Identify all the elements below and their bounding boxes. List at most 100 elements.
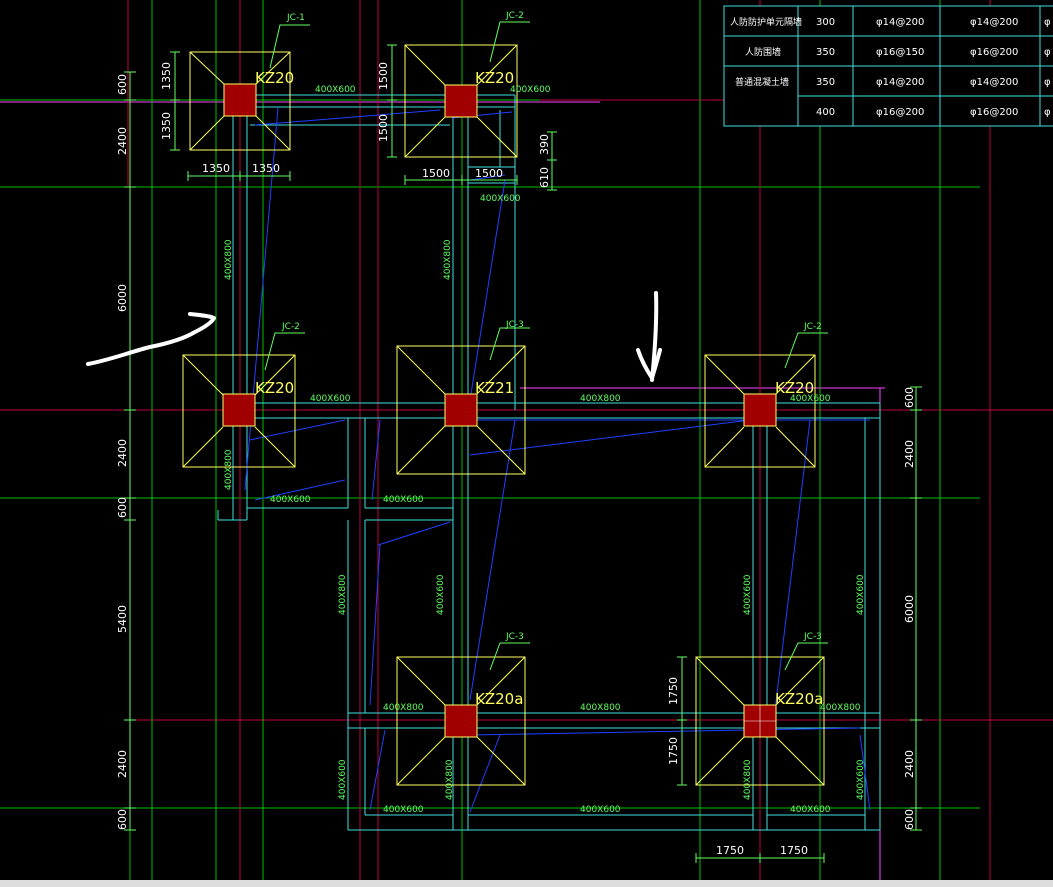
beam-label: 400X800 <box>224 449 234 490</box>
footing-label: JC-3 <box>505 632 524 642</box>
table-cell: φ14@200 <box>876 77 924 88</box>
dim-text: 1500 <box>377 62 390 90</box>
table-cell: 人防围墙 <box>745 46 781 58</box>
table-cell: φ <box>1044 17 1051 28</box>
dim-text: 2400 <box>903 440 916 468</box>
dim-text: 5400 <box>116 605 129 633</box>
dim-text: 1500 <box>377 114 390 142</box>
footing-label: JC-2 <box>803 322 822 332</box>
footing-jc2-left[interactable] <box>182 354 296 468</box>
beam-label: 400X600 <box>310 394 351 404</box>
beam-label: 400X600 <box>580 805 621 815</box>
column-label: KZ20 <box>775 379 814 397</box>
table-cell: 普通混凝土墙 <box>735 76 789 88</box>
table-cell: φ14@200 <box>876 17 924 28</box>
table-cell: φ16@200 <box>970 107 1018 118</box>
beam-label: 400X800 <box>743 759 753 800</box>
beam-label: 400X600 <box>790 394 831 404</box>
column-kz20a-1[interactable] <box>444 704 478 738</box>
beam-label: 400X600 <box>743 574 753 615</box>
beam-label: 400X600 <box>383 495 424 505</box>
beam-label: 400X600 <box>480 194 521 204</box>
column-kz20-3[interactable] <box>222 393 256 427</box>
column-label: KZ20a <box>475 690 523 708</box>
table-cell: 350 <box>816 77 835 88</box>
column-label: KZ20 <box>255 69 294 87</box>
column-kz20-2[interactable] <box>444 84 478 118</box>
column-kz20-1[interactable] <box>223 83 257 117</box>
dim-text: 1750 <box>667 737 680 765</box>
table-cell: φ16@150 <box>876 47 924 58</box>
footing-jc3-bottom-left[interactable] <box>396 656 526 786</box>
beam-label: 400X800 <box>445 759 455 800</box>
footing-label-group: JC-1 JC-2 JC-2 JC-3 JC-2 JC-3 JC-3 <box>281 11 822 642</box>
column-label: KZ20 <box>475 69 514 87</box>
dim-text: 1750 <box>716 844 744 857</box>
footing-jc3-center[interactable] <box>396 345 526 475</box>
table-cell: φ <box>1044 107 1051 118</box>
column-kz21[interactable] <box>444 393 478 427</box>
column-label-group: KZ20 KZ20 KZ20 KZ21 KZ20 KZ20a KZ20a <box>255 69 823 708</box>
beam-label: 400X800 <box>383 703 424 713</box>
hand-drawn-arrow-left <box>86 312 216 366</box>
footing-label: JC-2 <box>505 11 524 21</box>
dim-text: 1350 <box>160 62 173 90</box>
beam-label: 400X600 <box>856 759 866 800</box>
dim-text: 600 <box>903 387 916 408</box>
rebar-table: 人防防护单元隔墙 300 φ14@200 φ14@200 φ 人防围墙 350 … <box>723 5 1053 127</box>
beam-label: 400X800 <box>820 703 861 713</box>
dim-text: 2400 <box>116 439 129 467</box>
table-cell: 400 <box>816 107 835 118</box>
footing-label: JC-3 <box>505 320 524 330</box>
hand-drawn-arrow-down <box>636 291 662 382</box>
beam-label: 400X600 <box>436 574 446 615</box>
dimension-lines <box>124 44 922 863</box>
footing-label: JC-1 <box>286 13 305 23</box>
footing-jc3-bottom-right[interactable] <box>695 656 825 786</box>
table-cell: 人防防护单元隔墙 <box>730 16 802 28</box>
dim-text: 2400 <box>116 750 129 778</box>
beam-label: 400X800 <box>580 703 621 713</box>
footing-label: JC-3 <box>803 632 822 642</box>
dim-text: 1750 <box>667 677 680 705</box>
footing-jc1[interactable] <box>189 51 291 151</box>
beam-label: 400X600 <box>510 85 551 95</box>
dim-text: 1500 <box>422 167 450 180</box>
status-bar <box>0 880 1053 887</box>
table-cell: φ16@200 <box>970 47 1018 58</box>
column-label: KZ21 <box>475 379 514 397</box>
dimension-texts: 600 2400 6000 2400 600 5400 2400 600 600… <box>116 62 916 857</box>
column-label: KZ20a <box>775 690 823 708</box>
table-cell: φ <box>1044 77 1051 88</box>
footing-jc2-right[interactable] <box>704 354 816 468</box>
dim-text: 1750 <box>780 844 808 857</box>
footing-leaders <box>264 21 828 671</box>
beam-label: 400X600 <box>790 805 831 815</box>
dim-text: 1350 <box>202 162 230 175</box>
beam-label: 400X800 <box>443 239 453 280</box>
table-cell: φ <box>1044 47 1051 58</box>
column-kz20-4[interactable] <box>743 393 777 427</box>
beam-label: 400X600 <box>338 759 348 800</box>
dim-text: 6000 <box>116 284 129 312</box>
footings <box>182 44 825 786</box>
beam-label: 400X600 <box>270 495 311 505</box>
dim-text: 2400 <box>903 750 916 778</box>
dim-text: 600 <box>116 809 129 830</box>
dim-text: 600 <box>116 74 129 95</box>
beam-label: 400X800 <box>338 574 348 615</box>
dim-text: 600 <box>116 497 129 518</box>
beam-label: 400X800 <box>224 239 234 280</box>
table-cell: φ14@200 <box>970 77 1018 88</box>
table-cell: φ14@200 <box>970 17 1018 28</box>
beam-label: 400X600 <box>315 85 356 95</box>
annotation-marks <box>86 291 662 382</box>
dim-text: 1500 <box>475 167 503 180</box>
dim-text: 1350 <box>160 112 173 140</box>
footing-label: JC-2 <box>281 322 300 332</box>
beam-label: 400X600 <box>383 805 424 815</box>
footing-jc2-top[interactable] <box>404 44 518 158</box>
